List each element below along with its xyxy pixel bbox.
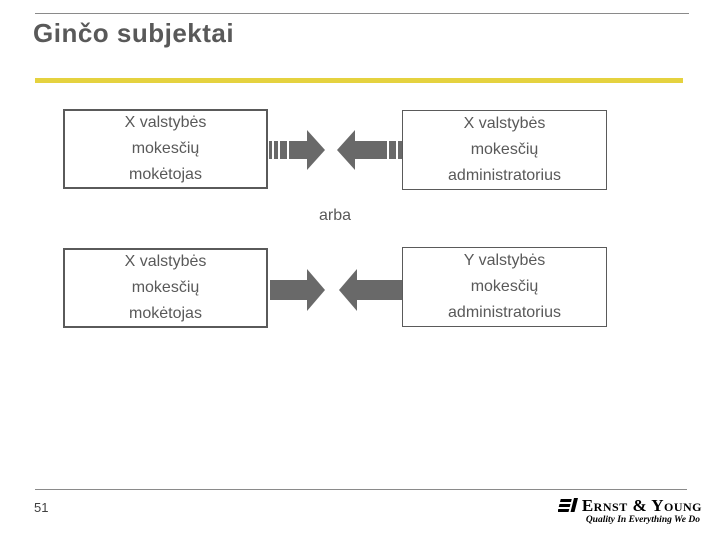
ey-logo-icon bbox=[557, 498, 578, 514]
plain-left-arrow-icon bbox=[339, 269, 403, 311]
plain-right-arrow-icon bbox=[270, 269, 325, 311]
box-tax-administrator-x-row1: X valstybės mokesčių administratorius bbox=[402, 110, 607, 190]
striped-right-arrow-icon bbox=[269, 130, 325, 170]
striped-left-arrow-icon bbox=[337, 130, 407, 170]
page-number: 51 bbox=[34, 500, 49, 515]
ey-logo-tagline: Quality In Everything We Do bbox=[585, 515, 700, 525]
striped-arrows-row1 bbox=[266, 128, 410, 172]
page-title: Ginčo subjektai bbox=[33, 18, 235, 48]
box-taxpayer-x-row1: X valstybės mokesčių mokėtojas bbox=[63, 109, 268, 189]
top-divider bbox=[35, 13, 689, 14]
ey-logo-name: Ernst & Young bbox=[581, 496, 702, 515]
footer-divider bbox=[35, 489, 687, 490]
box-tax-administrator-y-row2: Y valstybės mokesčių administratorius bbox=[402, 247, 607, 327]
connector-label: arba bbox=[318, 207, 352, 224]
plain-arrows-row2 bbox=[266, 268, 410, 312]
box-taxpayer-x-row2: X valstybės mokesčių mokėtojas bbox=[63, 248, 268, 328]
ey-logo: Ernst & Young Quality In Everything We D… bbox=[557, 496, 702, 525]
accent-divider bbox=[35, 78, 683, 83]
